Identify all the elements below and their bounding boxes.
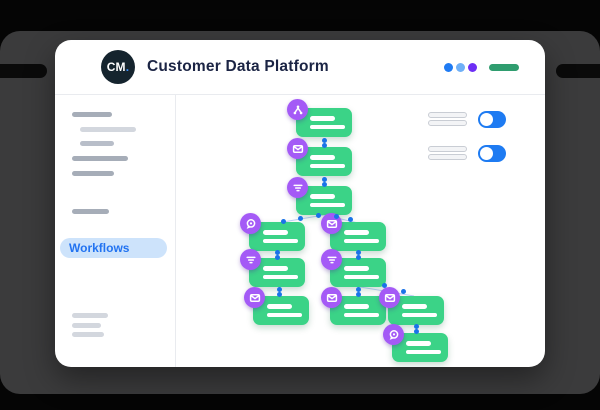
node-text-bar [310, 155, 335, 160]
sidebar-placeholder-bar [72, 313, 108, 318]
app-window: CM. Customer Data Platform Workflows [55, 40, 545, 367]
node-text-bar [344, 230, 369, 235]
workflow-node-filter[interactable] [287, 177, 352, 215]
connector-dot [355, 286, 361, 292]
node-text-bar [344, 266, 369, 271]
toggle-knob [480, 147, 493, 160]
node-text-bar [406, 349, 441, 354]
sidebar: Workflows [55, 95, 176, 367]
sidebar-placeholder-bar [72, 209, 109, 214]
node-text-bar [263, 266, 288, 271]
node-text-bar [263, 274, 298, 279]
chat-icon [383, 324, 404, 345]
toggle-switch-1[interactable] [478, 111, 506, 128]
connector-dot [347, 216, 353, 222]
sidebar-item-workflows[interactable]: Workflows [60, 238, 167, 258]
connector-dot [333, 213, 339, 219]
connector-dot [355, 291, 361, 297]
connector-dot [280, 218, 286, 224]
filter-icon [287, 177, 308, 198]
node-text-bar [267, 312, 302, 317]
connector-dot [413, 323, 419, 329]
header-dot-purple [468, 62, 477, 72]
header-green-bar [489, 63, 519, 71]
node-text-bar [344, 274, 379, 279]
settings-placeholder-bar [428, 112, 467, 118]
workflow-node-filter[interactable] [240, 249, 305, 287]
connector-dot [321, 176, 327, 182]
connector-dot [381, 282, 387, 288]
header-dot-blue [444, 62, 453, 72]
settings-placeholder-bar [428, 120, 467, 126]
filter-icon [240, 249, 261, 270]
header-dot-light-blue [456, 62, 465, 72]
sidebar-item-workflows-label: Workflows [69, 241, 130, 255]
connector-dot [400, 288, 406, 294]
sidebar-placeholder-bar [72, 171, 114, 176]
connector-dot [321, 181, 327, 187]
connector-dot [413, 328, 419, 334]
connector-dot [315, 212, 321, 218]
connector-dot [274, 249, 280, 255]
logo-text: CM [106, 60, 126, 74]
node-text-bar [310, 202, 345, 207]
workflow-node-share[interactable] [287, 99, 352, 137]
connector-dot [355, 254, 361, 260]
sidebar-placeholder-bar [80, 141, 114, 146]
share-icon [287, 99, 308, 120]
node-text-bar [263, 230, 288, 235]
chat-icon [240, 213, 261, 234]
connector-dot [276, 286, 282, 292]
cm-logo: CM. [101, 50, 135, 84]
sidebar-placeholder-bar [72, 332, 104, 337]
header-controls [444, 62, 519, 72]
workflow-node-mail[interactable] [321, 213, 386, 251]
workflow-node-mail[interactable] [379, 287, 444, 325]
sidebar-placeholder-bar [80, 127, 136, 132]
sidebar-placeholder-bar [72, 156, 128, 161]
sidebar-placeholder-bar [72, 112, 112, 117]
connector-dot [274, 254, 280, 260]
workflow-node-mail[interactable] [287, 138, 352, 176]
node-text-bar [402, 304, 427, 309]
node-text-bar [344, 312, 379, 317]
mail-icon [287, 138, 308, 159]
sidebar-placeholder-bar [72, 323, 101, 328]
filter-icon [321, 249, 342, 270]
toggle-knob [480, 113, 493, 126]
workflow-canvas [55, 40, 545, 367]
mail-icon [244, 287, 265, 308]
connector-dot [276, 291, 282, 297]
connector-dot [297, 215, 303, 221]
logo-dot: . [125, 60, 130, 74]
node-text-bar [310, 124, 345, 129]
settings-placeholder-bar [428, 146, 467, 152]
app-header: CM. Customer Data Platform [55, 40, 545, 95]
node-text-bar [310, 163, 345, 168]
workflow-node-mail[interactable] [244, 287, 309, 325]
node-text-bar [263, 238, 298, 243]
decor-line-right [556, 64, 600, 78]
node-text-bar [406, 341, 431, 346]
workflow-node-mail[interactable] [321, 287, 386, 325]
connector-dot [321, 137, 327, 143]
connector-dot [321, 142, 327, 148]
workflow-node-chat[interactable] [240, 213, 305, 251]
node-text-bar [310, 116, 335, 121]
decor-line-left [0, 64, 47, 78]
mail-icon [321, 287, 342, 308]
node-text-bar [267, 304, 292, 309]
toggle-switch-2[interactable] [478, 145, 506, 162]
node-text-bar [310, 194, 335, 199]
node-text-bar [402, 312, 437, 317]
mail-icon [379, 287, 400, 308]
node-text-bar [344, 238, 379, 243]
workflow-node-filter[interactable] [321, 249, 386, 287]
mail-icon [321, 213, 342, 234]
settings-placeholder-bar [428, 154, 467, 160]
node-text-bar [344, 304, 369, 309]
app-title: Customer Data Platform [147, 58, 329, 75]
workflow-node-chat[interactable] [383, 324, 448, 362]
connector-dot [355, 249, 361, 255]
